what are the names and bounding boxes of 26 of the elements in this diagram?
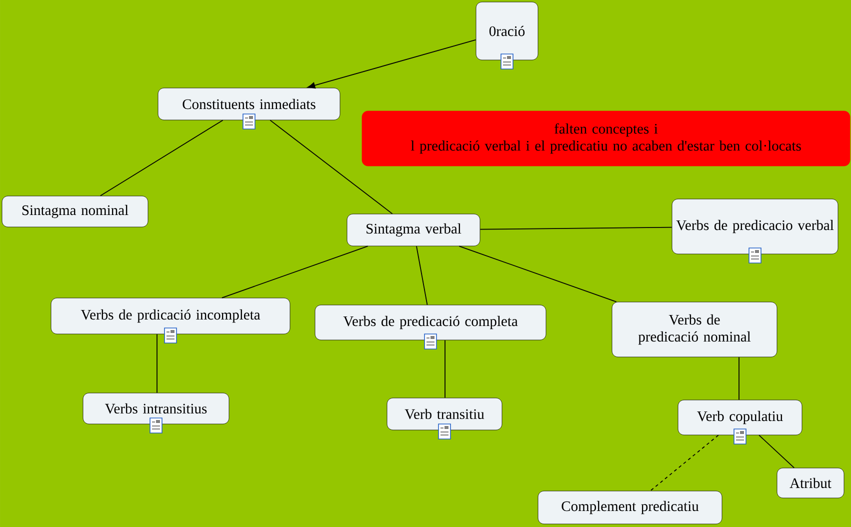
connector-line bbox=[758, 434, 795, 468]
connector-line bbox=[650, 434, 719, 492]
concept-box: Sintagma nominal bbox=[2, 196, 148, 228]
concept-box: Verbs de predicació nominal bbox=[612, 302, 778, 358]
connector-line bbox=[221, 246, 368, 298]
concept-box: Constituents inmediats bbox=[158, 88, 340, 120]
concept-box: Atribut bbox=[776, 468, 844, 498]
concept-box: Complement predicatiu bbox=[538, 490, 722, 524]
connector-line bbox=[270, 120, 393, 214]
concept-box: Sintagma verbal bbox=[346, 214, 480, 246]
concept-box: Verbs de prdicació incompleta bbox=[50, 298, 290, 334]
connector-line bbox=[444, 340, 446, 398]
concept-box: 0ració bbox=[476, 2, 538, 60]
concept-box: Verbs de predicació completa bbox=[314, 304, 546, 340]
connector-line bbox=[156, 334, 158, 394]
connector-line bbox=[416, 246, 428, 306]
concept-box: Verbs intransitius bbox=[82, 392, 230, 424]
arrow bbox=[308, 39, 476, 89]
concept-box: Verbs de predicacio verbal bbox=[672, 198, 838, 254]
note-box: falten conceptes i l predicació verbal i el predicatiu no acaben d'estar ben col·locats bbox=[362, 110, 850, 166]
connector-line bbox=[458, 246, 617, 302]
connector-line bbox=[738, 356, 740, 400]
concept-box: Verb copulatiu bbox=[678, 400, 802, 436]
concept-box: Verb transitiu bbox=[386, 398, 502, 430]
connector-line bbox=[480, 226, 672, 230]
connector-line bbox=[100, 120, 224, 196]
